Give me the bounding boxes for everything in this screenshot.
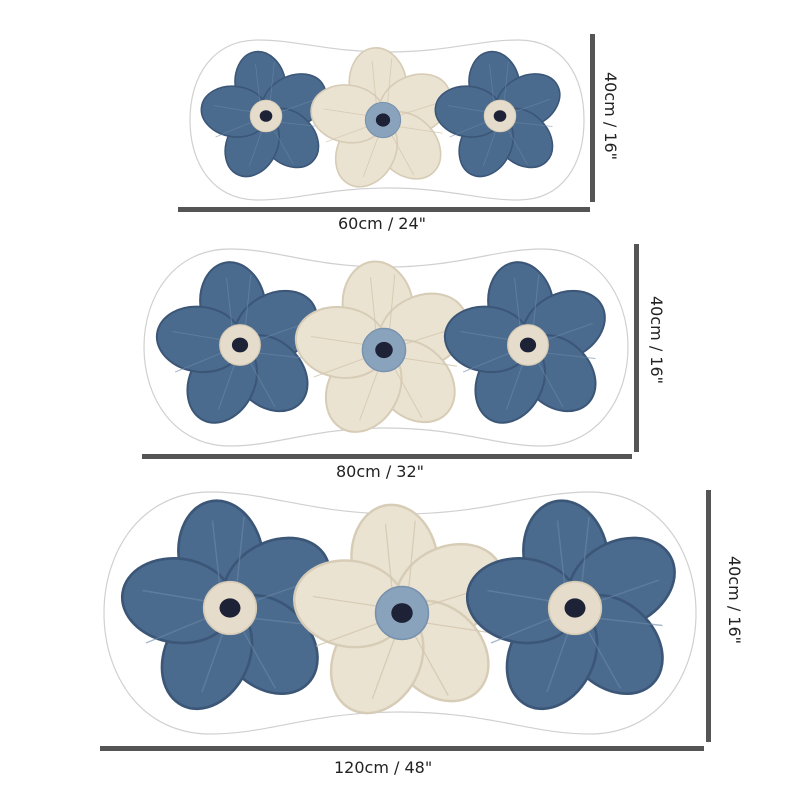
rug-small bbox=[188, 36, 586, 204]
rug-large-shape bbox=[103, 491, 697, 735]
rug-medium-shape bbox=[143, 248, 629, 447]
width-label-large: 120cm / 48" bbox=[334, 758, 433, 777]
height-label-small: 40cm / 16" bbox=[601, 72, 620, 161]
rug-large bbox=[100, 488, 700, 738]
height-label-medium: 40cm / 16" bbox=[647, 296, 666, 385]
width-label-small: 60cm / 24" bbox=[338, 214, 427, 233]
width-bar-large bbox=[100, 746, 704, 751]
rug-small-shape bbox=[189, 39, 585, 201]
height-bar-large bbox=[706, 490, 711, 742]
height-bar-medium bbox=[634, 244, 639, 452]
width-bar-medium bbox=[142, 454, 632, 459]
height-bar-small bbox=[590, 34, 595, 202]
width-bar-small bbox=[178, 207, 590, 212]
height-label-large: 40cm / 16" bbox=[725, 556, 744, 645]
rug-medium bbox=[142, 245, 630, 450]
width-label-medium: 80cm / 32" bbox=[336, 462, 425, 481]
